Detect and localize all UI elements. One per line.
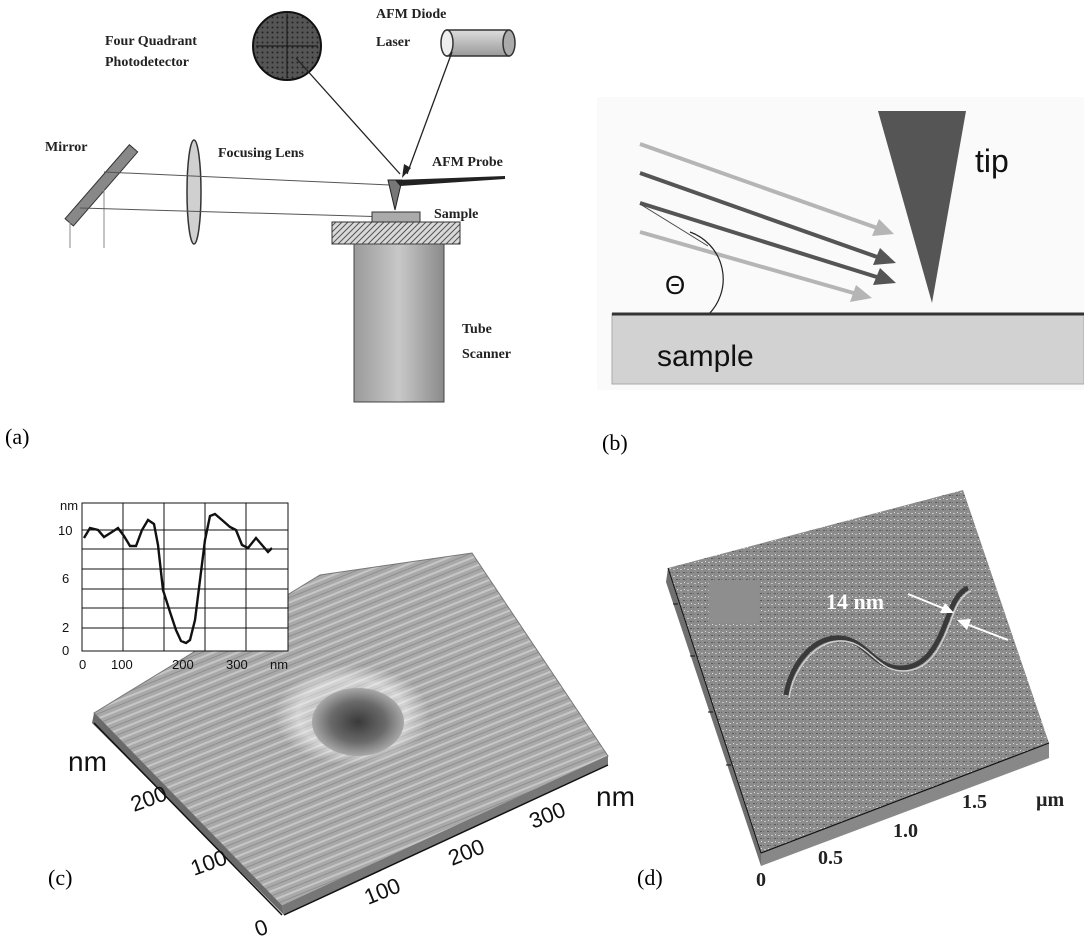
- surface-3d-d: [668, 490, 1049, 853]
- gray-square-marker: [709, 580, 759, 622]
- inset-y-tick-0: 0: [62, 643, 69, 658]
- inset-y-unit: nm: [60, 498, 78, 513]
- tip-icon: [878, 111, 966, 303]
- panel-d-label: (d): [637, 865, 663, 890]
- laser-icon: [440, 29, 516, 57]
- photodetector-label-line1: Four Quadrant: [105, 34, 197, 49]
- focusing-lens-label: Focusing Lens: [218, 146, 305, 161]
- mirror-icon: [64, 144, 139, 227]
- tick-0-5: 0.5: [818, 847, 843, 869]
- panel-a: Four Quadrant Photodetector AFM Diode La…: [5, 7, 516, 449]
- panel-d: 14 nm µm 0 0.5 1.0 1.5 (d): [637, 490, 1065, 891]
- reflected-beam: [295, 57, 401, 175]
- panel-c-label: (c): [48, 865, 72, 890]
- tube-scanner-label-line2: Scanner: [462, 347, 511, 362]
- tube-scanner-icon: [353, 243, 445, 403]
- annotation-14nm: 14 nm: [826, 589, 884, 614]
- sample-label-a: Sample: [434, 207, 478, 222]
- inset-x-tick-200: 200: [172, 657, 194, 672]
- inset-y-tick-6: 6: [62, 571, 69, 586]
- inset-x-tick-100: 100: [111, 657, 133, 672]
- panel-a-label: (a): [5, 424, 29, 449]
- sample-stage: [331, 221, 461, 245]
- inset-x-tick-0: 0: [79, 657, 86, 672]
- profile-curve: [82, 512, 273, 645]
- sample-surface: [611, 313, 1084, 385]
- axis-right-tick-2: 300: [526, 797, 569, 834]
- focusing-lens-icon: [186, 139, 202, 245]
- incident-light-arrows: [639, 142, 896, 302]
- photodetector-label-line2: Photodetector: [105, 55, 189, 70]
- axis-right-tick-0: 100: [361, 873, 404, 910]
- inset-y-tick-10: 10: [58, 523, 72, 538]
- axis-right-tick-1: 200: [445, 834, 488, 871]
- mirror-label: Mirror: [45, 140, 88, 155]
- afm-probe-icon: [387, 176, 505, 211]
- panel-b: tip Θ sample (b): [597, 97, 1084, 455]
- panel-b-label: (b): [602, 430, 628, 455]
- unit-um: µm: [1036, 789, 1065, 811]
- profile-inset: nm 10 6 2 0 0 100 200 300 nm: [58, 498, 289, 672]
- axis-right-unit: nm: [596, 781, 635, 812]
- panel-c: nm 200 100 0 100 200 300 nm: [48, 498, 635, 939]
- tick-1-0: 1.0: [893, 820, 918, 842]
- trench-curve: [783, 585, 970, 696]
- laser-label-line1: AFM Diode: [376, 7, 446, 22]
- laser-beam: [406, 51, 453, 175]
- tube-scanner-label-line1: Tube: [462, 322, 492, 337]
- axis-left-tick-2: 0: [251, 914, 271, 939]
- inset-y-tick-2: 2: [62, 620, 69, 635]
- afm-probe-label: AFM Probe: [432, 155, 503, 170]
- sample-label-b: sample: [657, 340, 754, 373]
- laser-label-line2: Laser: [376, 35, 410, 50]
- inset-x-unit: nm: [270, 657, 288, 672]
- inset-x-tick-300: 300: [226, 657, 248, 672]
- surface-pit: [312, 688, 404, 756]
- tick-1-5: 1.5: [962, 791, 987, 813]
- tip-label: tip: [975, 143, 1009, 179]
- tick-0: 0: [756, 869, 766, 891]
- angle-theta-label: Θ: [665, 270, 685, 300]
- sample-block: [371, 211, 421, 223]
- axis-left-unit: nm: [68, 746, 107, 777]
